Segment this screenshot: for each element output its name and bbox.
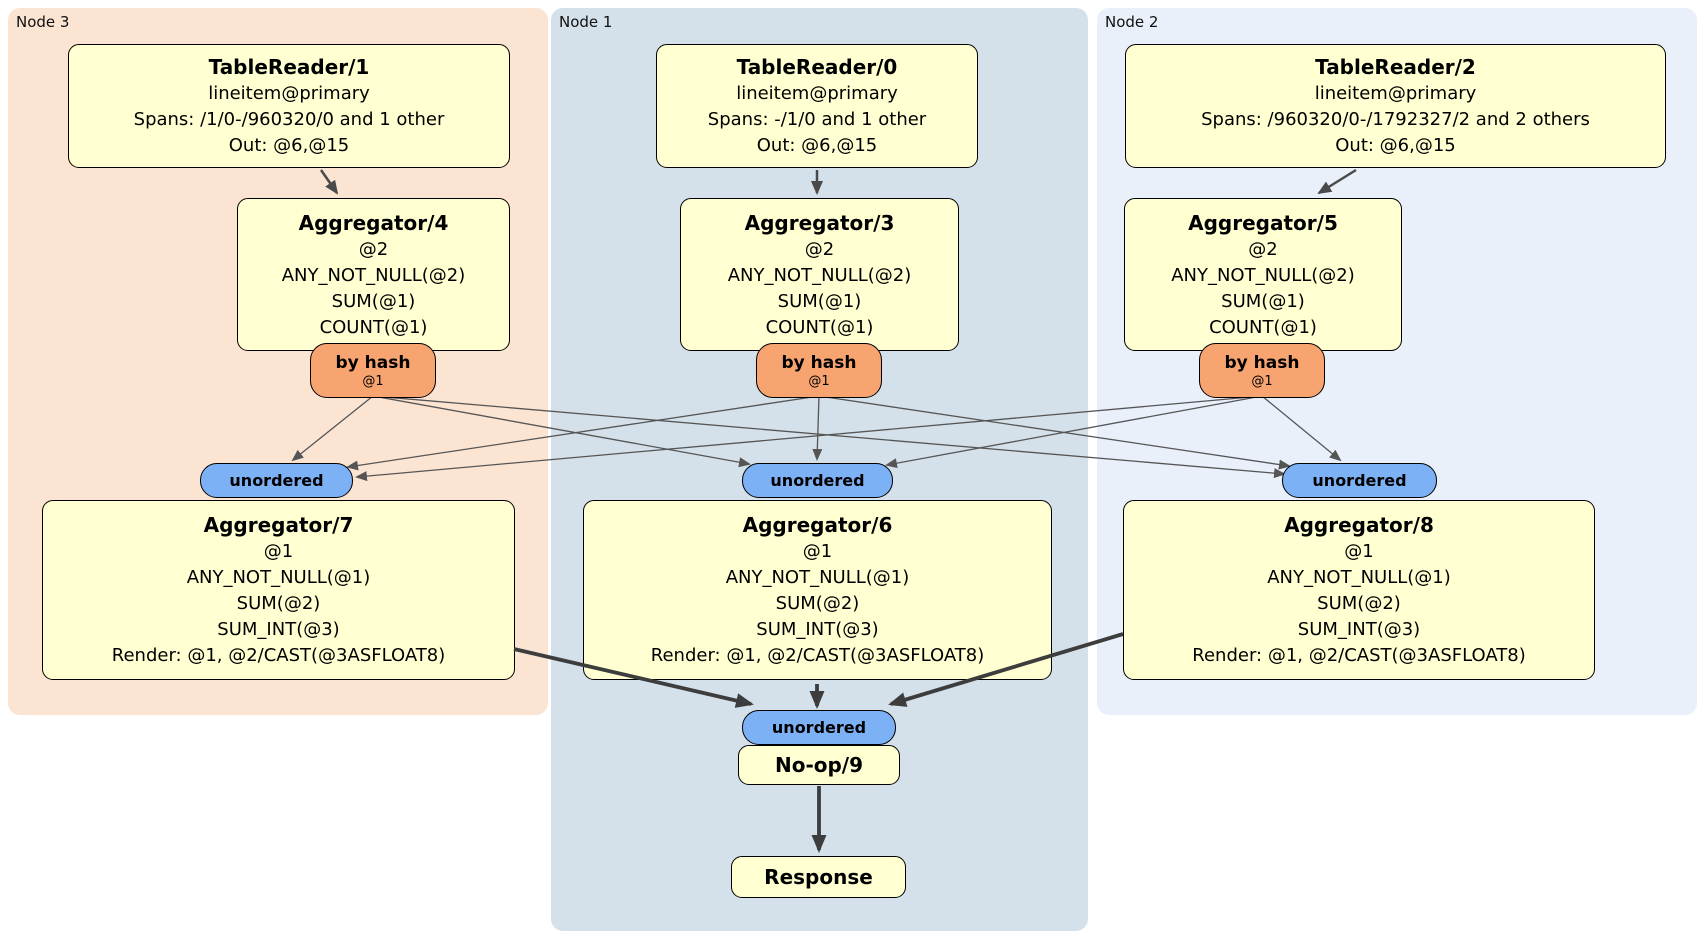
processor-detail: @2 bbox=[1248, 238, 1278, 260]
processor-detail: SUM(@1) bbox=[777, 290, 862, 312]
processor-title: TableReader/2 bbox=[1315, 55, 1476, 79]
processor-aggregator-8: Aggregator/8 @1 ANY_NOT_NULL(@1) SUM(@2)… bbox=[1123, 500, 1595, 680]
sync-label: unordered bbox=[1312, 470, 1407, 490]
processor-title: Aggregator/8 bbox=[1284, 513, 1434, 537]
processor-detail: SUM(@2) bbox=[1317, 593, 1401, 614]
processor-aggregator-6: Aggregator/6 @1 ANY_NOT_NULL(@1) SUM(@2)… bbox=[583, 500, 1052, 680]
processor-detail: @2 bbox=[804, 238, 835, 260]
processor-detail: ANY_NOT_NULL(@1) bbox=[725, 567, 910, 588]
processor-detail: ANY_NOT_NULL(@1) bbox=[186, 567, 371, 588]
processor-detail: SUM(@2) bbox=[236, 593, 321, 614]
processor-aggregator-5: Aggregator/5 @2 ANY_NOT_NULL(@2) SUM(@1)… bbox=[1124, 198, 1402, 351]
processor-detail: lineitem@primary bbox=[736, 83, 898, 104]
router-label: by hash bbox=[1224, 352, 1300, 373]
sync-unordered-right: unordered bbox=[1282, 463, 1437, 498]
processor-tablereader-0: TableReader/0 lineitem@primary Spans: -/… bbox=[656, 44, 978, 168]
processor-detail: ANY_NOT_NULL(@2) bbox=[1171, 264, 1355, 286]
region-node3-label: Node 3 bbox=[16, 13, 70, 31]
processor-detail: @1 bbox=[263, 541, 294, 562]
processor-title: Aggregator/3 bbox=[744, 210, 895, 235]
processor-detail: Spans: -/1/0 and 1 other bbox=[707, 109, 927, 130]
region-node2-label: Node 2 bbox=[1105, 13, 1159, 31]
processor-title: No-op/9 bbox=[774, 753, 864, 777]
processor-detail: @1 bbox=[802, 541, 833, 562]
processor-detail: COUNT(@1) bbox=[1209, 316, 1317, 338]
processor-detail: SUM(@1) bbox=[331, 290, 416, 312]
sync-label: unordered bbox=[771, 717, 867, 737]
processor-detail: Render: @1, @2/CAST(@3ASFLOAT8) bbox=[1192, 645, 1526, 666]
router-detail: @1 bbox=[808, 373, 830, 389]
processor-detail: @2 bbox=[358, 238, 389, 260]
processor-detail: Spans: /960320/0-/1792327/2 and 2 others bbox=[1201, 109, 1590, 130]
processor-detail: COUNT(@1) bbox=[765, 316, 874, 338]
sync-unordered-middle: unordered bbox=[742, 463, 893, 498]
router-by-hash-left: by hash @1 bbox=[310, 343, 436, 398]
processor-aggregator-4: Aggregator/4 @2 ANY_NOT_NULL(@2) SUM(@1)… bbox=[237, 198, 510, 351]
processor-title: Aggregator/5 bbox=[1188, 210, 1338, 235]
processor-title: Aggregator/7 bbox=[203, 513, 354, 537]
processor-aggregator-7: Aggregator/7 @1 ANY_NOT_NULL(@1) SUM(@2)… bbox=[42, 500, 515, 680]
processor-detail: ANY_NOT_NULL(@2) bbox=[281, 264, 466, 286]
sync-unordered-left: unordered bbox=[200, 463, 353, 498]
processor-detail: ANY_NOT_NULL(@1) bbox=[1267, 567, 1451, 588]
processor-title: TableReader/0 bbox=[736, 55, 898, 79]
processor-title: Aggregator/6 bbox=[742, 513, 893, 537]
processor-detail: Spans: /1/0-/960320/0 and 1 other bbox=[133, 109, 445, 130]
router-detail: @1 bbox=[362, 373, 384, 389]
processor-response: Response bbox=[731, 856, 906, 898]
processor-detail: Out: @6,@15 bbox=[756, 135, 878, 156]
router-by-hash-middle: by hash @1 bbox=[756, 343, 882, 398]
processor-detail: COUNT(@1) bbox=[319, 316, 428, 338]
sync-label: unordered bbox=[770, 470, 865, 490]
processor-title: Aggregator/4 bbox=[298, 210, 449, 235]
processor-detail: SUM(@2) bbox=[775, 593, 860, 614]
sync-label: unordered bbox=[229, 470, 324, 490]
router-label: by hash bbox=[335, 352, 411, 373]
processor-detail: ANY_NOT_NULL(@2) bbox=[727, 264, 912, 286]
router-by-hash-right: by hash @1 bbox=[1199, 343, 1325, 398]
processor-detail: Render: @1, @2/CAST(@3ASFLOAT8) bbox=[650, 645, 985, 666]
router-label: by hash bbox=[781, 352, 857, 373]
processor-detail: Render: @1, @2/CAST(@3ASFLOAT8) bbox=[111, 645, 446, 666]
processor-detail: Out: @6,@15 bbox=[1335, 135, 1456, 156]
router-detail: @1 bbox=[1251, 373, 1273, 389]
processor-detail: SUM_INT(@3) bbox=[756, 619, 879, 640]
processor-detail: lineitem@primary bbox=[1314, 83, 1477, 104]
processor-detail: lineitem@primary bbox=[208, 83, 370, 104]
processor-noop-9: No-op/9 bbox=[738, 745, 900, 785]
processor-detail: SUM(@1) bbox=[1221, 290, 1305, 312]
region-node1-label: Node 1 bbox=[559, 13, 613, 31]
processor-tablereader-2: TableReader/2 lineitem@primary Spans: /9… bbox=[1125, 44, 1666, 168]
processor-detail: SUM_INT(@3) bbox=[1297, 619, 1421, 640]
processor-detail: Out: @6,@15 bbox=[228, 135, 350, 156]
processor-detail: @1 bbox=[1344, 541, 1374, 562]
sync-unordered-final: unordered bbox=[742, 710, 896, 745]
processor-title: TableReader/1 bbox=[208, 55, 370, 79]
processor-aggregator-3: Aggregator/3 @2 ANY_NOT_NULL(@2) SUM(@1)… bbox=[680, 198, 959, 351]
processor-detail: SUM_INT(@3) bbox=[217, 619, 340, 640]
processor-tablereader-1: TableReader/1 lineitem@primary Spans: /1… bbox=[68, 44, 510, 168]
processor-title: Response bbox=[764, 865, 873, 889]
